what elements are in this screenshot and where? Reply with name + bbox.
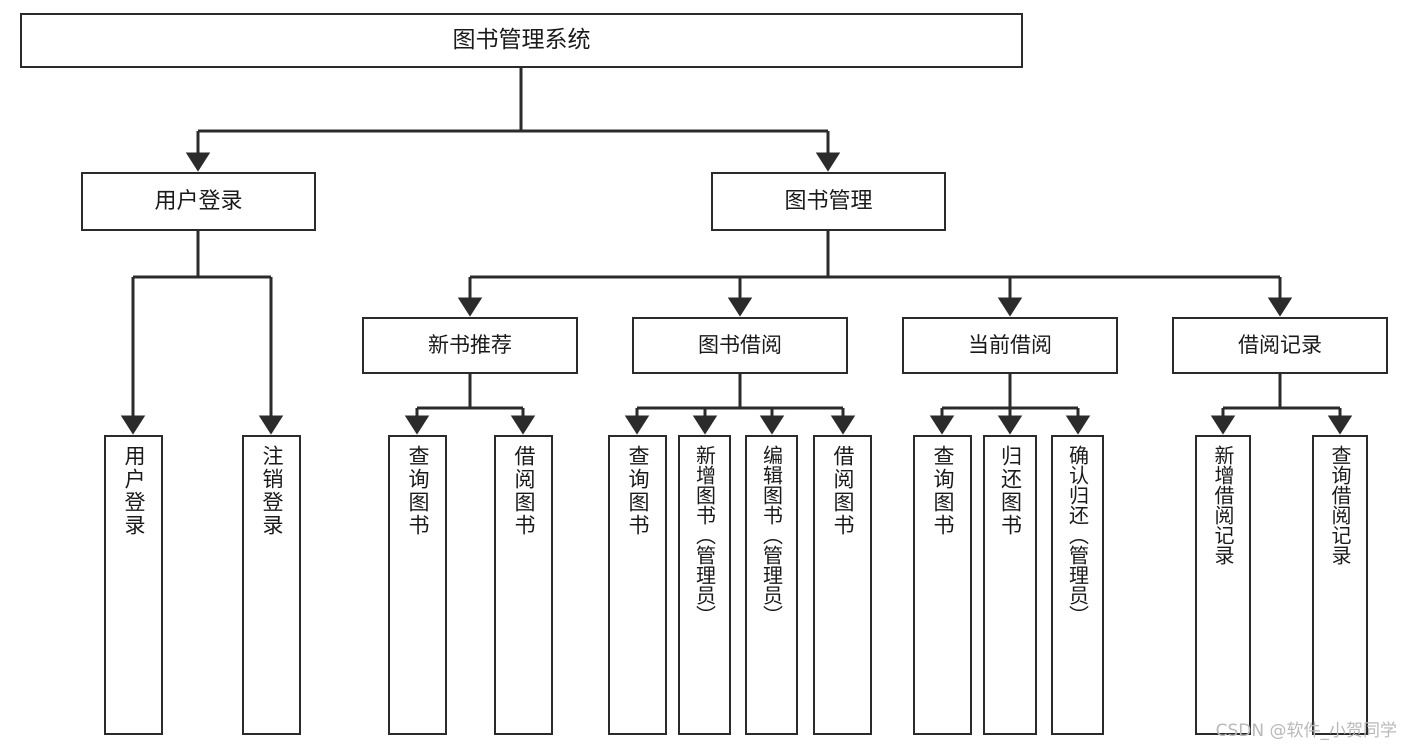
node-book-borrow-label: 图书借阅 (698, 333, 782, 358)
leaf-query-book-recommend-label: 查询图书 (406, 445, 430, 537)
leaf-query-book-borrow[interactable]: 查询图书 (608, 435, 667, 735)
leaf-user-login[interactable]: 用户登录 (104, 435, 163, 735)
node-root-system[interactable]: 图书管理系统 (20, 13, 1023, 68)
leaf-query-book-borrow-label: 查询图书 (626, 445, 650, 537)
node-book-borrow[interactable]: 图书借阅 (632, 317, 848, 374)
node-root-label: 图书管理系统 (452, 26, 591, 53)
leaf-query-book-recommend[interactable]: 查询图书 (388, 435, 447, 735)
leaf-query-book-current[interactable]: 查询图书 (913, 435, 972, 735)
leaf-logout-label: 注销登录 (260, 445, 284, 537)
leaf-borrow-book-label: 借阅图书 (831, 445, 855, 537)
leaf-confirm-return-admin[interactable]: 确认归还（管理员） (1051, 435, 1104, 735)
node-user-login-label: 用户登录 (154, 188, 243, 214)
leaf-add-borrow-record[interactable]: 新增借阅记录 (1195, 435, 1251, 735)
node-current-borrow[interactable]: 当前借阅 (902, 317, 1118, 374)
leaf-return-book-label: 归还图书 (998, 445, 1023, 537)
node-current-borrow-label: 当前借阅 (968, 333, 1052, 358)
leaf-query-book-current-label: 查询图书 (931, 445, 955, 537)
leaf-borrow-book-recommend[interactable]: 借阅图书 (494, 435, 553, 735)
leaf-add-book-admin[interactable]: 新增图书（管理员） (678, 435, 731, 735)
leaf-return-book[interactable]: 归还图书 (983, 435, 1037, 735)
leaf-add-book-admin-label: 新增图书（管理员） (692, 445, 717, 625)
leaf-logout[interactable]: 注销登录 (242, 435, 301, 735)
leaf-query-borrow-record-label: 查询借阅记录 (1328, 445, 1352, 565)
node-book-management-label: 图书管理 (784, 188, 873, 214)
leaf-user-login-label: 用户登录 (122, 445, 146, 537)
leaf-borrow-book[interactable]: 借阅图书 (813, 435, 872, 735)
node-borrow-record[interactable]: 借阅记录 (1172, 317, 1388, 374)
leaf-query-borrow-record[interactable]: 查询借阅记录 (1312, 435, 1368, 735)
leaf-edit-book-admin[interactable]: 编辑图书（管理员） (745, 435, 798, 735)
node-new-book-recommend[interactable]: 新书推荐 (362, 317, 578, 374)
node-book-management[interactable]: 图书管理 (711, 172, 946, 231)
node-new-book-recommend-label: 新书推荐 (428, 333, 512, 358)
leaf-edit-book-admin-label: 编辑图书（管理员） (759, 445, 784, 625)
leaf-confirm-return-admin-label: 确认归还（管理员） (1065, 445, 1090, 625)
csdn-watermark: CSDN @软件_小贺同学 (1215, 721, 1397, 741)
leaf-add-borrow-record-label: 新增借阅记录 (1211, 445, 1235, 565)
node-user-login[interactable]: 用户登录 (81, 172, 316, 231)
leaf-borrow-book-recommend-label: 借阅图书 (512, 445, 536, 537)
node-borrow-record-label: 借阅记录 (1238, 333, 1322, 358)
